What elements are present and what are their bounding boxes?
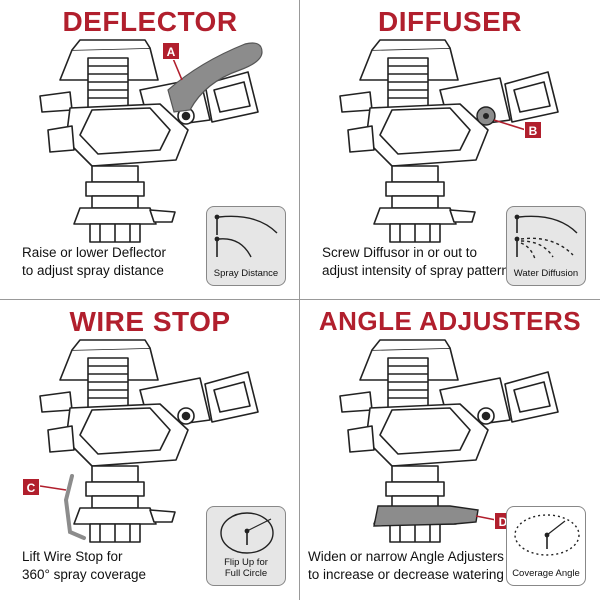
inset-label: Water Diffusion: [513, 268, 579, 279]
panel-title: DEFLECTOR: [62, 6, 238, 37]
angle-adjusters-panel: ANGLE ADJUSTERS D Widen or narrow Angle …: [300, 300, 600, 600]
deflector-panel: DEFLECTOR A Raise or lower Deflector to …: [0, 0, 300, 300]
coverage-angle-graphic: [514, 514, 580, 556]
inset-label: Coverage Angle: [512, 568, 580, 579]
diffuser-panel: DIFFUSER B Screw Diffusor in or out to a…: [300, 0, 600, 300]
wire-stop-caption: Lift Wire Stop for 360° spray coverage: [22, 549, 146, 582]
callout-c: C: [22, 478, 40, 496]
spray-distance-graphic: [214, 214, 278, 258]
wire-stop-highlight: [63, 474, 86, 540]
sprinkler-illustration: [339, 39, 559, 243]
full-circle-graphic: [220, 512, 274, 554]
panel-title: ANGLE ADJUSTERS: [318, 306, 582, 336]
angle-adjusters-caption: Widen or narrow Angle Adjusters to incre…: [308, 549, 535, 582]
deflector-highlight: [167, 42, 263, 113]
inset-label: Flip Up for Full Circle: [224, 557, 268, 579]
water-diffusion-inset: Water Diffusion: [506, 206, 586, 286]
angle-adjusters-highlight: [373, 505, 479, 527]
coverage-angle-inset: Coverage Angle: [506, 506, 586, 586]
water-diffusion-graphic: [514, 214, 578, 260]
callout-a: A: [162, 42, 180, 60]
panel-title: WIRE STOP: [69, 306, 231, 337]
wire-stop-panel: WIRE STOP C Lift Wire Stop for 360° spra…: [0, 300, 300, 600]
diffuser-caption: Screw Diffusor in or out to adjust inten…: [322, 245, 509, 278]
callout-b: B: [524, 121, 542, 139]
sprinkler-illustration: [39, 339, 259, 543]
panel-title: DIFFUSER: [378, 6, 522, 37]
deflector-caption: Raise or lower Deflector to adjust spray…: [22, 245, 167, 278]
spray-distance-inset: Spray Distance: [206, 206, 286, 286]
full-circle-inset: Flip Up for Full Circle: [206, 506, 286, 586]
inset-label: Spray Distance: [213, 268, 279, 279]
sprinkler-illustration: [339, 339, 559, 543]
sprinkler-illustration: [39, 39, 263, 243]
